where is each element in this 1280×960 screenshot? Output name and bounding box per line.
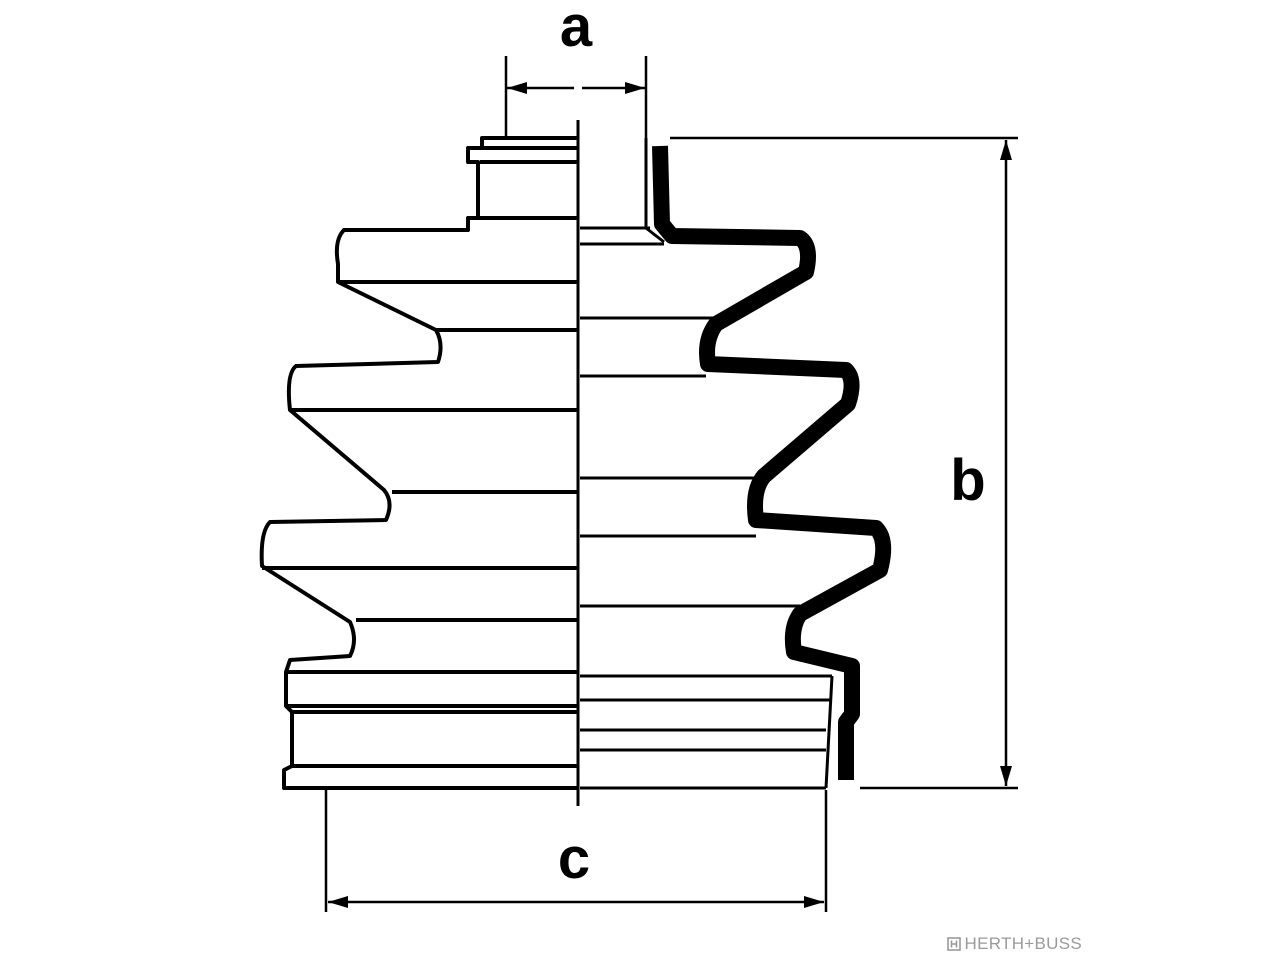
brand-name: HERTH+BUSS	[964, 934, 1082, 953]
section-inner-edge	[824, 675, 834, 789]
dimension-a-label: a	[560, 0, 593, 59]
boot-left-profile	[259, 136, 578, 790]
boot-left-outline	[259, 136, 578, 790]
dimension-b-label: b	[950, 448, 985, 513]
dimension-c-label: c	[558, 826, 590, 891]
boot-right-section	[580, 138, 892, 790]
brand-watermark: HERTH+BUSS	[946, 934, 1082, 954]
dimension-c	[324, 790, 828, 912]
dimension-b	[670, 136, 1018, 790]
herth-buss-logo-icon	[946, 937, 961, 951]
dimension-a	[504, 56, 648, 138]
boot-wall-section	[652, 145, 892, 780]
